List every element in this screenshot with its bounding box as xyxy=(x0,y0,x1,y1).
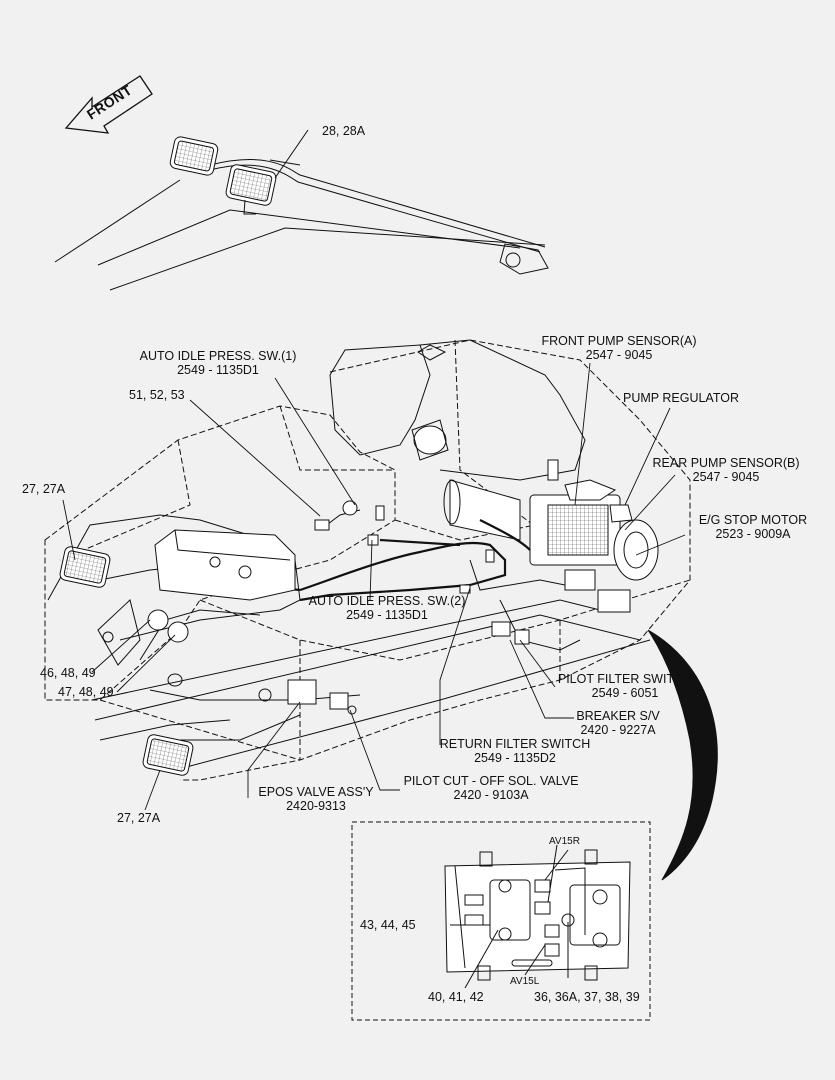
label-pilot-cut: PILOT CUT - OFF SOL. VALVE 2420 - 9103A xyxy=(404,774,579,802)
label-27-top: 27, 27A xyxy=(22,482,66,496)
front-pump-sensor-code: 2547 - 9045 xyxy=(585,348,653,362)
label-27-bottom: 27, 27A xyxy=(117,811,161,825)
epos-valve-name: EPOS VALVE ASS'Y xyxy=(258,785,374,799)
boom-lamp-1 xyxy=(169,136,219,176)
label-breaker-sv: BREAKER S/V 2420 - 9227A xyxy=(576,709,659,737)
pilot-cut-name: PILOT CUT - OFF SOL. VALVE xyxy=(403,774,579,788)
eg-stop-motor-code: 2523 - 9009A xyxy=(715,527,791,541)
return-filter-name: RETURN FILTER SWITCH xyxy=(439,737,591,751)
label-front-pump-sensor: FRONT PUMP SENSOR(A) 2547 - 9045 xyxy=(541,334,696,362)
label-rear-pump-sensor: REAR PUMP SENSOR(B) 2547 - 9045 xyxy=(652,456,799,484)
label-av15l: AV15L xyxy=(510,976,540,987)
label-auto-idle-1: AUTO IDLE PRESS. SW.(1) 2549 - 1135D1 xyxy=(140,349,297,377)
label-43: 43, 44, 45 xyxy=(360,918,416,932)
label-epos-valve: EPOS VALVE ASS'Y 2420-9313 xyxy=(258,785,373,813)
breaker-sv-code: 2420 - 9227A xyxy=(580,723,656,737)
side-lamp-bottom xyxy=(142,734,194,776)
label-auto-idle-2: AUTO IDLE PRESS. SW.(2) 2549 - 1135D1 xyxy=(309,594,466,622)
label-40: 40, 41, 42 xyxy=(428,990,484,1004)
auto-idle-2-name: AUTO IDLE PRESS. SW.(2) xyxy=(308,594,466,608)
rear-pump-sensor-code: 2547 - 9045 xyxy=(692,470,760,484)
label-28: 28, 28A xyxy=(322,124,366,138)
pilot-cut-code: 2420 - 9103A xyxy=(453,788,529,802)
label-47: 47, 48, 49 xyxy=(58,685,114,699)
label-51: 51, 52, 53 xyxy=(129,388,185,402)
pump-assembly xyxy=(411,419,659,581)
pilot-filter-code: 2549 - 6051 xyxy=(591,686,659,700)
label-av15r: AV15R xyxy=(549,836,580,847)
return-filter-code: 2549 - 1135D2 xyxy=(474,751,556,765)
boom-lamp-2 xyxy=(225,164,277,215)
auto-idle-1-name: AUTO IDLE PRESS. SW.(1) xyxy=(139,349,297,363)
leader-lines xyxy=(62,362,686,811)
detail-inset xyxy=(351,821,651,1021)
pilot-filter-name: PILOT FILTER SWITCH xyxy=(557,672,693,686)
small-components xyxy=(167,500,631,715)
label-46: 46, 48, 49 xyxy=(40,666,96,680)
label-eg-stop-motor: E/G STOP MOTOR 2523 - 9009A xyxy=(699,513,807,541)
label-pump-regulator: PUMP REGULATOR xyxy=(623,391,739,405)
eg-stop-motor-name: E/G STOP MOTOR xyxy=(698,513,808,527)
auto-idle-1-code: 2549 - 1135D1 xyxy=(177,363,259,377)
front-pump-sensor-name: FRONT PUMP SENSOR(A) xyxy=(541,334,697,348)
auto-idle-2-code: 2549 - 1135D1 xyxy=(346,608,428,622)
battery-box xyxy=(154,529,296,601)
side-lamp-left xyxy=(59,546,111,588)
front-arrow xyxy=(64,75,153,134)
detail-callout-arc xyxy=(647,629,718,881)
epos-valve-code: 2420-9313 xyxy=(286,799,346,813)
boom-outline xyxy=(54,159,549,291)
label-36: 36, 36A, 37, 38, 39 xyxy=(534,990,640,1004)
label-return-filter: RETURN FILTER SWITCH 2549 - 1135D2 xyxy=(440,737,590,765)
breaker-sv-name: BREAKER S/V xyxy=(576,709,660,723)
rear-pump-sensor-name: REAR PUMP SENSOR(B) xyxy=(652,456,800,470)
label-pilot-filter: PILOT FILTER SWITCH 2549 - 6051 xyxy=(558,672,692,700)
